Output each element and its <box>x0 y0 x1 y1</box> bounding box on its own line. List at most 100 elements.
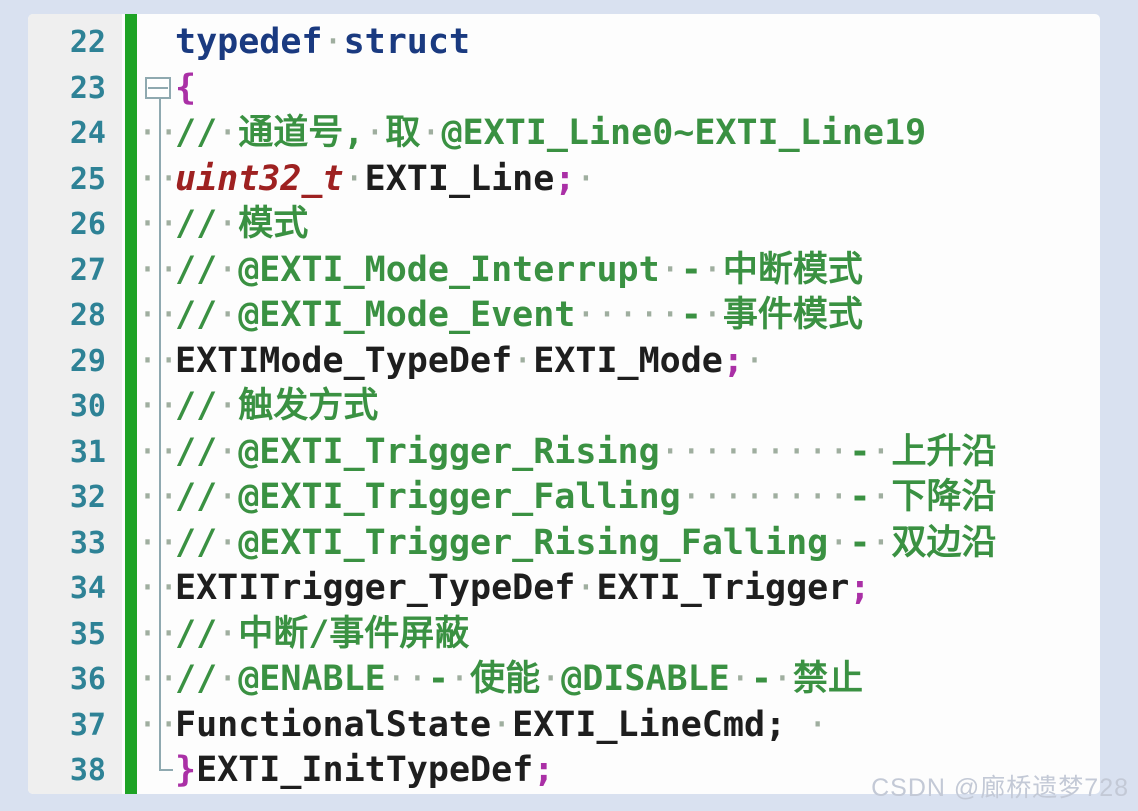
code-line[interactable]: ··FunctionalState·EXTI_LineCmd; · <box>137 703 1100 749</box>
code-token: · <box>217 613 239 654</box>
code-token: FunctionalState <box>175 704 492 745</box>
line-number[interactable]: 25 <box>69 161 106 197</box>
line-number[interactable]: 32 <box>69 480 106 515</box>
code-line[interactable]: typedef·struct <box>137 20 1100 66</box>
code-token: · <box>491 704 513 745</box>
whitespace-dots: ·· <box>137 659 180 699</box>
code-line[interactable]: ··//·@EXTI_Trigger_Rising_Falling·-·双边沿 <box>137 521 1100 567</box>
line-number[interactable]: 23 <box>69 70 106 106</box>
code-token: ; <box>554 158 576 199</box>
line-number[interactable]: 22 <box>69 25 106 60</box>
line-number[interactable]: 26 <box>69 207 106 242</box>
code-token: · <box>217 522 239 563</box>
code-token: ; <box>849 568 871 608</box>
code-token: EXTITrigger_TypeDef <box>175 568 576 608</box>
code-token: · <box>540 659 562 699</box>
code-token: // <box>175 295 218 335</box>
line-number[interactable]: 28 <box>69 298 106 333</box>
gutter: 22 23 24 25 26 27 28 29 30 31 32 33 34 35 36 37 38 <box>28 14 122 794</box>
code-token: EXTI_Mode <box>533 340 723 381</box>
line-number[interactable]: 37 <box>69 707 106 743</box>
code-token: 中断/事件屏蔽 <box>238 613 470 654</box>
code-line[interactable]: ··//·@EXTI_Mode_Interrupt·-·中断模式 <box>137 248 1100 294</box>
whitespace-dots: ·· <box>137 295 180 335</box>
code-token: @EXTI_Mode_Event <box>238 295 576 335</box>
code-token: 中断模式 <box>722 249 863 290</box>
code-token: @ENABLE <box>238 659 386 699</box>
code-token: EXTI_LineCmd <box>512 704 766 745</box>
code-area[interactable]: typedef·struct{··//·通道号,·取·@EXTI_Line0~E… <box>137 14 1100 794</box>
code-token: // <box>175 613 218 654</box>
code-line[interactable]: ··//·中断/事件屏蔽 <box>137 612 1100 658</box>
code-token: · <box>420 113 442 153</box>
code-token: 事件模式 <box>722 295 863 335</box>
code-line[interactable]: ··//·触发方式 <box>137 384 1100 430</box>
code-token: typedef <box>175 22 323 62</box>
code-token: // <box>175 477 218 517</box>
code-token: @EXTI_Line0~EXTI_Line19 <box>441 113 927 153</box>
code-line[interactable]: ··uint32_t·EXTI_Line;· <box>137 157 1100 203</box>
code-token: ·· <box>385 659 428 699</box>
line-number[interactable]: 36 <box>69 662 106 697</box>
line-number[interactable]: 29 <box>69 343 106 379</box>
code-token: · <box>217 659 239 699</box>
code-line[interactable]: ··//·@EXTI_Mode_Event·····-·事件模式 <box>137 293 1100 339</box>
code-token: · <box>217 386 239 426</box>
code-token: @EXTI_Mode_Interrupt <box>238 249 660 290</box>
editor-panel: 22 23 24 25 26 27 28 29 30 31 32 33 34 35 36 37 38 typed… <box>28 14 1100 794</box>
code-token: ; <box>722 340 744 381</box>
code-token: 通道号, <box>238 113 365 153</box>
code-line[interactable]: ··//·@EXTI_Trigger_Rising·········-·上升沿 <box>137 430 1100 476</box>
code-token: // <box>175 113 218 153</box>
code-token: · <box>870 522 892 563</box>
code-line[interactable]: ··//·@ENABLE··-·使能·@DISABLE·-·禁止 <box>137 657 1100 703</box>
line-number[interactable]: 38 <box>69 753 106 788</box>
code-token: // <box>175 386 218 426</box>
fold-guide-line <box>159 99 173 771</box>
code-line[interactable]: ··EXTIMode_TypeDef·EXTI_Mode;· <box>137 339 1100 385</box>
line-number[interactable]: 31 <box>69 434 106 470</box>
code-token: 取 <box>385 113 421 153</box>
code-token: · <box>217 295 239 335</box>
line-number[interactable]: 34 <box>69 571 106 606</box>
whitespace-dots: ·· <box>137 386 180 426</box>
code-token: EXTIMode_TypeDef <box>175 340 513 381</box>
code-token: · <box>364 113 386 153</box>
code-token: ········ <box>680 477 850 517</box>
code-token: · <box>659 249 681 290</box>
line-number[interactable]: 30 <box>69 389 106 424</box>
code-token: ········· <box>659 431 850 472</box>
fold-collapse-icon[interactable] <box>145 76 171 99</box>
code-token: 下降沿 <box>891 477 997 517</box>
code-token: @EXTI_Trigger_Rising <box>238 431 660 472</box>
code-token: } <box>175 750 197 790</box>
code-token: - <box>750 659 772 699</box>
code-token: 禁止 <box>792 659 863 699</box>
code-token: 上升沿 <box>891 431 997 472</box>
whitespace-dots: ·· <box>137 113 180 153</box>
code-line[interactable]: }EXTI_InitTypeDef; <box>137 748 1100 794</box>
code-line[interactable]: { <box>137 66 1100 112</box>
code-line[interactable]: ··//·模式 <box>137 202 1100 248</box>
code-token: 触发方式 <box>238 386 379 426</box>
code-token: · <box>828 522 850 563</box>
code-line[interactable]: ··EXTITrigger_TypeDef·EXTI_Trigger; <box>137 566 1100 612</box>
code-token: · <box>771 659 793 699</box>
code-line[interactable]: ··//·@EXTI_Trigger_Falling········-·下降沿 <box>137 475 1100 521</box>
code-token: - <box>849 477 871 517</box>
whitespace-dots: ·· <box>137 568 180 608</box>
line-number[interactable]: 33 <box>69 525 106 561</box>
whitespace-dots: ·· <box>137 613 180 654</box>
code-line[interactable]: ··//·通道号,·取·@EXTI_Line0~EXTI_Line19 <box>137 111 1100 157</box>
code-token: { <box>175 67 197 108</box>
line-number[interactable]: 24 <box>69 116 106 151</box>
code-token: EXTI_Line <box>364 158 555 199</box>
code-token: EXTI_Trigger <box>596 568 850 608</box>
code-token: EXTI_InitTypeDef <box>196 750 534 790</box>
line-number[interactable]: 27 <box>69 252 106 288</box>
line-number[interactable]: 35 <box>69 616 106 652</box>
code-token: // <box>175 431 218 472</box>
code-token: · <box>729 659 751 699</box>
code-token: - <box>680 295 702 335</box>
